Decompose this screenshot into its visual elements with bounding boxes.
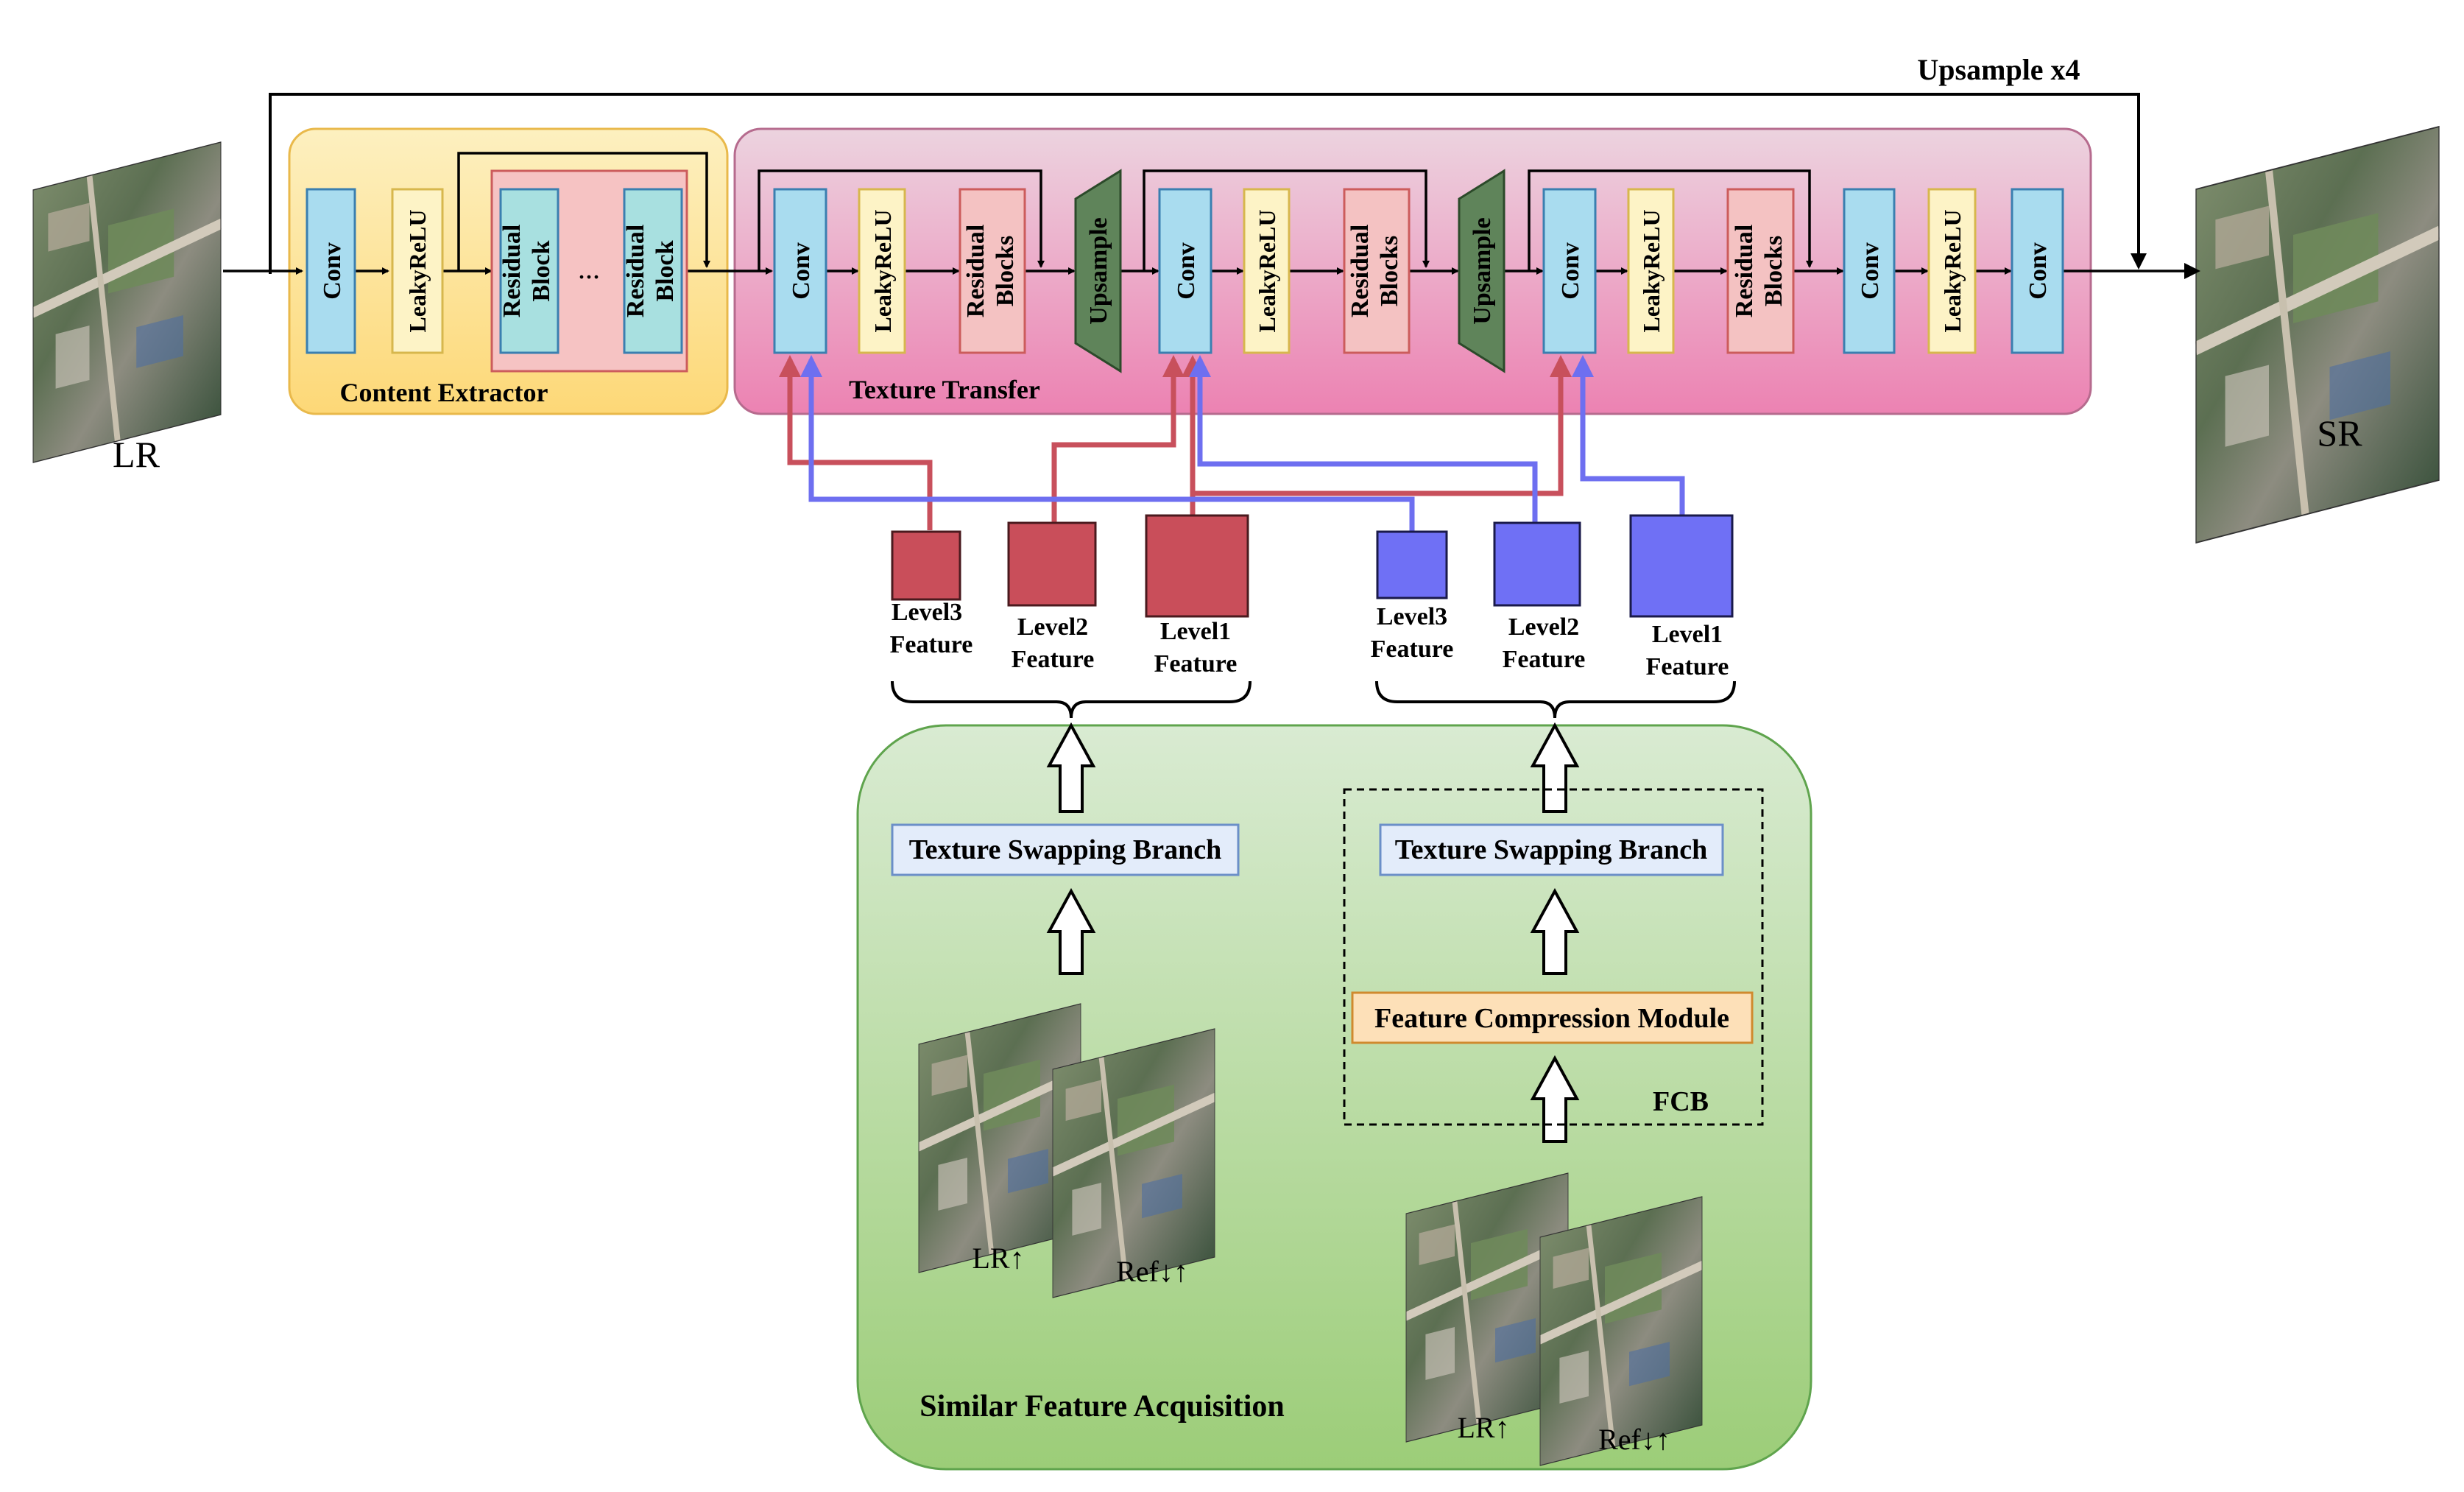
conv-label: Conv [1173, 242, 1200, 299]
feature-label: Feature [1012, 646, 1095, 673]
tt-residual-blocks-1: Residual Blocks [959, 188, 1026, 354]
lr-up-label: LR↑ [1457, 1411, 1509, 1444]
block-label: Block [528, 240, 555, 301]
fcm-label: Feature Compression Module [1374, 1003, 1729, 1034]
ce-conv-block: Conv [306, 188, 356, 354]
residual-label: Residual [622, 225, 649, 318]
conv-label: Conv [2024, 242, 2052, 299]
lr-up-label: LR↑ [972, 1242, 1024, 1275]
feature-label: Feature [890, 631, 973, 658]
brace-right [1375, 680, 1736, 719]
hollow-up-arrows [1046, 722, 1580, 1143]
feature-label: Feature [1646, 653, 1729, 680]
leakyrelu-label: LeakyReLU [1939, 209, 1966, 332]
sr-label: SR [2317, 412, 2362, 454]
level1-label: Level1 [1652, 621, 1723, 648]
conv-label: Conv [319, 242, 346, 299]
conv-label: Conv [1557, 242, 1584, 299]
tt-conv-1: Conv [773, 188, 827, 354]
red-feature-level2: Level2 Feature [1007, 521, 1097, 673]
sr-image [2196, 127, 2439, 543]
tt-conv-5: Conv [2011, 188, 2064, 354]
level3-label: Level3 [1377, 603, 1447, 630]
feature-label: Feature [1154, 650, 1238, 678]
level2-label: Level2 [1017, 613, 1088, 641]
red-feature-level3: Level3 Feature [890, 530, 973, 658]
upsample-x4-label: Upsample x4 [1917, 53, 2080, 86]
ce-residual-block-1: Residual Block [498, 188, 559, 354]
blocks-label: Blocks [992, 236, 1019, 306]
leakyrelu-label: LeakyReLU [1638, 209, 1665, 332]
level3-label: Level3 [892, 599, 962, 626]
blue-feature-level2: Level2 Feature [1493, 521, 1586, 673]
tt-leakyrelu-3: LeakyReLU [1627, 188, 1675, 354]
content-extractor-label: Content Extractor [340, 378, 548, 407]
conv-label: Conv [788, 242, 815, 299]
residual-label: Residual [1731, 225, 1758, 318]
fcb-box: FCB [1343, 788, 1764, 1126]
leakyrelu-label: LeakyReLU [869, 209, 896, 332]
tt-residual-blocks-3: Residual Blocks [1726, 188, 1795, 354]
texture-swapping-branch-left: Texture Swapping Branch [891, 823, 1240, 876]
lr-image [33, 142, 221, 462]
upsample-label: Upsample [1469, 217, 1496, 324]
aerial-image-icon [2196, 127, 2439, 543]
ref-down-up-label: Ref↓↑ [1598, 1423, 1670, 1456]
texture-transfer-label: Texture Transfer [849, 375, 1040, 404]
similar-feature-acquisition-label: Similar Feature Acquisition [919, 1390, 1284, 1424]
tt-conv-2: Conv [1158, 188, 1212, 354]
level2-label: Level2 [1508, 613, 1579, 641]
feature-compression-module: Feature Compression Module [1351, 991, 1754, 1044]
ellipsis: ... [578, 252, 600, 285]
residual-label: Residual [498, 225, 526, 318]
tt-leakyrelu-4: LeakyReLU [1927, 188, 1977, 354]
tt-conv-3: Conv [1542, 188, 1597, 354]
tsb-label: Texture Swapping Branch [909, 834, 1221, 865]
tt-leakyrelu-1: LeakyReLU [858, 188, 906, 354]
blocks-label: Blocks [1376, 236, 1403, 306]
blue-feature-level3: Level3 Feature [1371, 530, 1454, 663]
texture-swapping-branch-right: Texture Swapping Branch [1379, 823, 1724, 876]
ce-residual-group: Residual Block ... Residual Block [490, 169, 688, 373]
main-flow-arrows [223, 152, 2200, 279]
lr-label: LR [113, 434, 160, 475]
tt-upsample-1: Upsample [1074, 169, 1122, 373]
residual-label: Residual [1346, 225, 1374, 318]
upsample-x4-skip: Upsample x4 [269, 53, 2147, 274]
ref-down-up-label: Ref↓↑ [1116, 1255, 1188, 1288]
block-label: Block [652, 240, 679, 301]
blue-feature-level1: Level1 Feature [1629, 514, 1734, 680]
conv-label: Conv [1857, 242, 1884, 299]
ce-residual-block-2: Residual Block [622, 188, 683, 354]
feature-label: Feature [1503, 646, 1586, 673]
right-image-pair: LR↑ Ref↓↑ [1406, 1173, 1702, 1465]
tsb-label: Texture Swapping Branch [1395, 834, 1707, 865]
leakyrelu-label: LeakyReLU [404, 209, 431, 332]
leakyrelu-label: LeakyReLU [1254, 209, 1280, 332]
ce-leakyrelu-block: LeakyReLU [391, 188, 444, 354]
feature-label: Feature [1371, 636, 1454, 663]
level1-label: Level1 [1160, 618, 1231, 645]
tt-conv-4: Conv [1843, 188, 1896, 354]
tt-residual-blocks-2: Residual Blocks [1343, 188, 1411, 354]
blocks-label: Blocks [1760, 236, 1787, 306]
blue-feature-arrows [800, 355, 1685, 532]
residual-label: Residual [962, 225, 989, 318]
brace-left [891, 680, 1252, 719]
tt-upsample-2: Upsample [1458, 169, 1505, 373]
upsample-label: Upsample [1085, 217, 1112, 324]
aerial-image-icon [33, 142, 221, 462]
fcb-label: FCB [1653, 1086, 1709, 1117]
red-feature-arrows [779, 355, 1572, 530]
red-feature-level1: Level1 Feature [1145, 514, 1249, 678]
left-image-pair: LR↑ Ref↓↑ [919, 1004, 1215, 1298]
tt-leakyrelu-2: LeakyReLU [1243, 188, 1291, 354]
